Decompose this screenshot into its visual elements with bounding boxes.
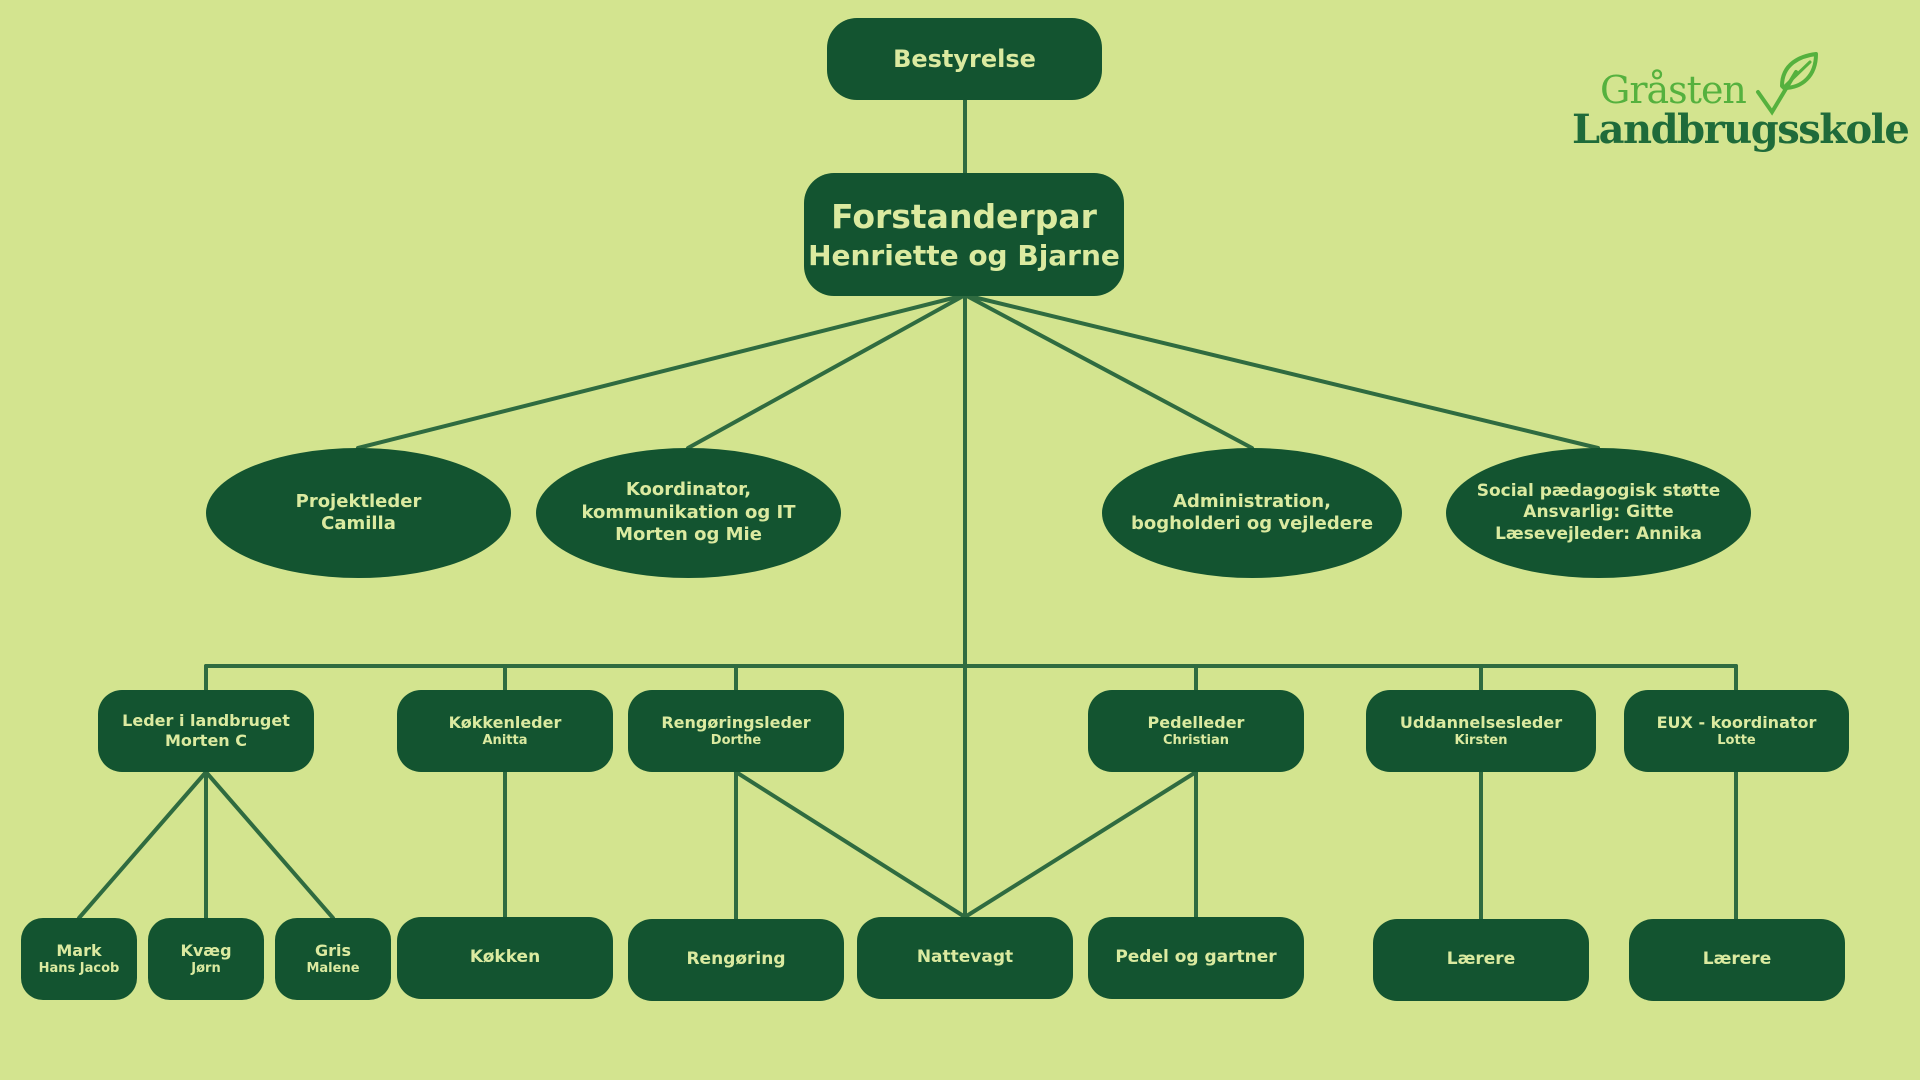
staff-koordinator-line1: Koordinator, <box>625 479 752 501</box>
staff-administration-line2: bogholderi og vejledere <box>1130 513 1374 534</box>
leader-koekken-role: Køkkenleder <box>448 712 562 732</box>
logo-line1: Gråsten <box>1600 68 1747 112</box>
leader-koekken: Køkkenleder Anitta <box>397 690 613 772</box>
leader-landbrug: Leder i landbruget Morten C <box>98 690 314 772</box>
staff-social: Social pædagogisk støtte Ansvarlig: Gitt… <box>1446 448 1751 578</box>
unit-koekken-label: Køkken <box>469 947 541 968</box>
staff-administration-line1: Administration, <box>1173 490 1331 512</box>
connector-rengoeringsleder-nattevagt <box>734 770 967 919</box>
leader-landbrug-name: Morten C <box>164 731 247 750</box>
unit-laerere-eux: Lærere <box>1629 919 1845 1001</box>
director-names: Henriette og Bjarne <box>808 238 1120 272</box>
unit-mark-label: Mark <box>56 940 102 960</box>
unit-nattevagt: Nattevagt <box>857 917 1073 999</box>
leader-landbrug-role: Leder i landbruget <box>122 711 290 730</box>
unit-laerere-uddannelse: Lærere <box>1373 919 1589 1001</box>
leader-rengoering: Rengøringsleder Dorthe <box>628 690 844 772</box>
connector-director-administration <box>963 293 1254 450</box>
school-logo: Gråsten Landbrugsskole <box>1572 50 1910 170</box>
leader-eux-role: EUX - koordinator <box>1656 712 1817 732</box>
unit-pedel-label: Pedel og gartner <box>1115 947 1277 968</box>
leader-uddannelse-role: Uddannelsesleder <box>1399 712 1563 732</box>
unit-gris: Gris Malene <box>275 918 391 1000</box>
leader-rengoering-name: Dorthe <box>710 732 762 748</box>
staff-social-line1: Social pædagogisk støtte <box>1476 481 1721 502</box>
unit-kvaeg: Kvæg Jørn <box>148 918 264 1000</box>
leader-koekken-name: Anitta <box>482 732 528 748</box>
staff-koordinator: Koordinator, kommunikation og IT Morten … <box>536 448 841 578</box>
board-node: Bestyrelse <box>827 18 1102 100</box>
unit-koekken: Køkken <box>397 917 613 999</box>
unit-kvaeg-sub: Jørn <box>191 960 221 976</box>
staff-projektleder-title: Projektleder <box>295 490 422 512</box>
connector-landbrug-gris <box>204 770 335 920</box>
unit-pedel: Pedel og gartner <box>1088 917 1304 999</box>
leader-pedel-name: Christian <box>1162 732 1230 748</box>
unit-mark-sub: Hans Jacob <box>38 960 120 976</box>
leader-uddannelse-name: Kirsten <box>1454 732 1508 748</box>
leader-eux-name: Lotte <box>1717 732 1756 748</box>
unit-mark: Mark Hans Jacob <box>21 918 137 1000</box>
unit-laerere-eux-label: Lærere <box>1702 949 1772 970</box>
staff-projektleder: Projektleder Camilla <box>206 448 511 578</box>
unit-gris-sub: Malene <box>306 960 360 976</box>
staff-projektleder-name: Camilla <box>321 513 396 534</box>
unit-laerere-uddannelse-label: Lærere <box>1446 949 1516 970</box>
leader-pedel: Pedelleder Christian <box>1088 690 1304 772</box>
staff-koordinator-line3: Morten og Mie <box>615 524 762 546</box>
board-label: Bestyrelse <box>893 45 1036 73</box>
connector-director-projektleder <box>356 293 967 450</box>
leader-rengoering-role: Rengøringsleder <box>661 712 811 732</box>
unit-gris-label: Gris <box>314 940 352 960</box>
connector-director-koordinator <box>686 293 967 450</box>
connector-director-social <box>963 293 1600 450</box>
leaf-check-icon <box>1756 52 1818 116</box>
unit-rengoering: Rengøring <box>628 919 844 1001</box>
connector-landbrug-mark <box>77 770 208 920</box>
director-node: Forstanderpar Henriette og Bjarne <box>804 173 1124 296</box>
unit-rengoering-label: Rengøring <box>686 949 786 970</box>
staff-administration: Administration, bogholderi og vejledere <box>1102 448 1402 578</box>
staff-social-line2: Ansvarlig: Gitte <box>1523 502 1674 523</box>
leader-uddannelse: Uddannelsesleder Kirsten <box>1366 690 1596 772</box>
staff-koordinator-line2: kommunikation og IT <box>581 501 796 523</box>
unit-kvaeg-label: Kvæg <box>180 940 232 960</box>
leader-eux: EUX - koordinator Lotte <box>1624 690 1849 772</box>
unit-nattevagt-label: Nattevagt <box>916 947 1014 968</box>
director-title: Forstanderpar <box>831 197 1097 237</box>
staff-social-line3: Læsevejleder: Annika <box>1495 523 1702 544</box>
logo-line2: Landbrugsskole <box>1572 106 1910 153</box>
leader-pedel-role: Pedelleder <box>1147 712 1245 732</box>
connector-pedelleder-nattevagt <box>963 770 1198 919</box>
